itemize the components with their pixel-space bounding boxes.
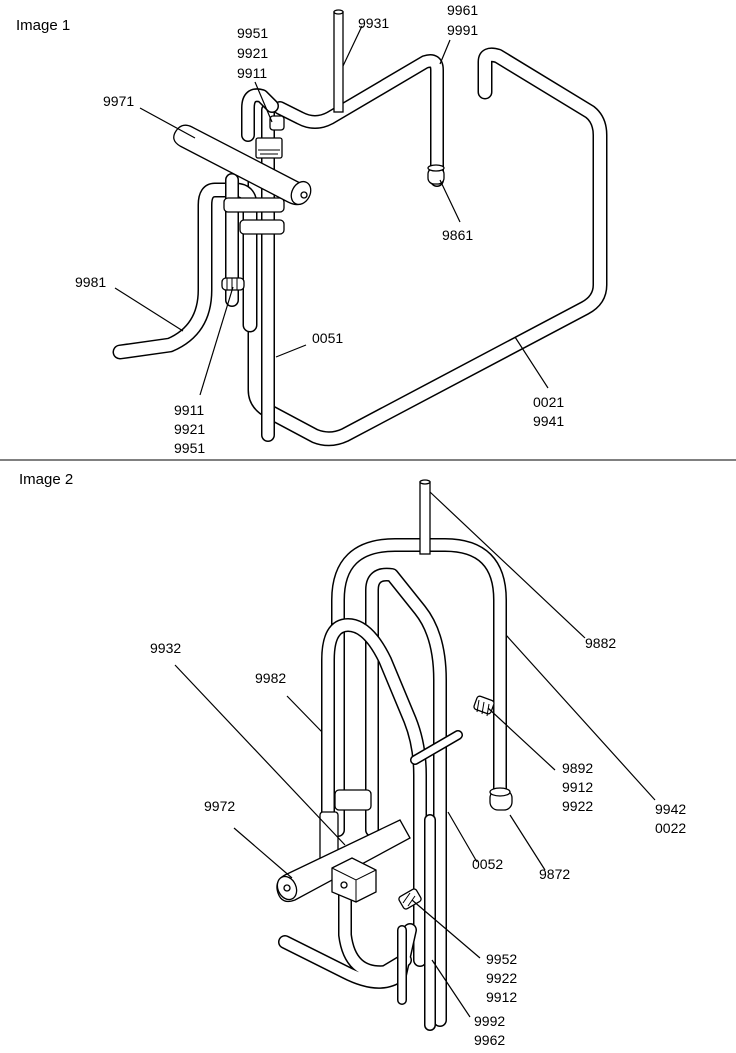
tube-0021 <box>247 47 608 447</box>
fitting-9952 <box>398 888 422 910</box>
tube-clamps-2 <box>319 789 372 865</box>
callout-9931: 9931 <box>358 15 389 31</box>
panel-image-2: Image 2 <box>19 471 690 1048</box>
panel-image-1: Image 1 <box>16 2 608 456</box>
callout-9951: 9951 9921 9911 <box>237 25 272 81</box>
tube-9982 <box>321 618 427 967</box>
callout-9961: 9961 9991 <box>447 2 482 38</box>
callout-9911: 9911 9921 9951 <box>174 402 209 456</box>
valve-box <box>331 857 377 903</box>
drier-9972 <box>276 819 411 903</box>
leader-lines-2 <box>174 491 656 1018</box>
callout-0052: 0052 <box>472 856 503 872</box>
callout-9972: 9972 <box>204 798 235 814</box>
callout-9992: 9992 9962 <box>474 1013 509 1048</box>
tube-9882 <box>419 479 431 555</box>
fitting-lower <box>221 277 245 291</box>
tube-9981 <box>112 182 258 360</box>
callout-0051: 0051 <box>312 330 343 346</box>
fitting-9892 <box>473 695 495 717</box>
panel-title: Image 2 <box>19 471 73 488</box>
tube-clamps <box>223 197 285 235</box>
callout-9861: 9861 <box>442 227 473 243</box>
tube-9942 <box>331 538 507 837</box>
tube-9931 <box>333 9 344 113</box>
elbow-9861 <box>427 164 445 185</box>
callout-0021: 0021 9941 <box>533 394 568 429</box>
callout-9981: 9981 <box>75 274 106 290</box>
tube-lower-hook <box>278 888 417 989</box>
callout-9872: 9872 <box>539 866 570 882</box>
callout-9942: 9942 0022 <box>655 801 690 836</box>
callout-9932: 9932 <box>150 640 181 656</box>
callout-9892: 9892 9912 9922 <box>562 760 597 814</box>
callout-labels-1: 9931 9961 9991 9951 9921 9911 9971 9861 … <box>75 2 568 456</box>
leader-lines-1 <box>114 25 549 396</box>
elbow-9872 <box>489 787 513 811</box>
valve-upper <box>255 115 285 159</box>
panel-title: Image 1 <box>16 17 70 34</box>
callout-9971: 9971 <box>103 93 134 109</box>
tube-branch <box>397 730 463 1005</box>
callout-9952: 9952 9922 9912 <box>486 951 521 1005</box>
tube-middle-loop <box>365 567 447 1027</box>
tube-9961 <box>241 54 444 187</box>
callout-9982: 9982 <box>255 670 286 686</box>
callout-9882: 9882 <box>585 635 616 651</box>
drier-9971 <box>173 124 312 206</box>
callout-labels-2: 9882 9932 9982 9892 9912 9922 9972 9942 … <box>150 635 690 1048</box>
